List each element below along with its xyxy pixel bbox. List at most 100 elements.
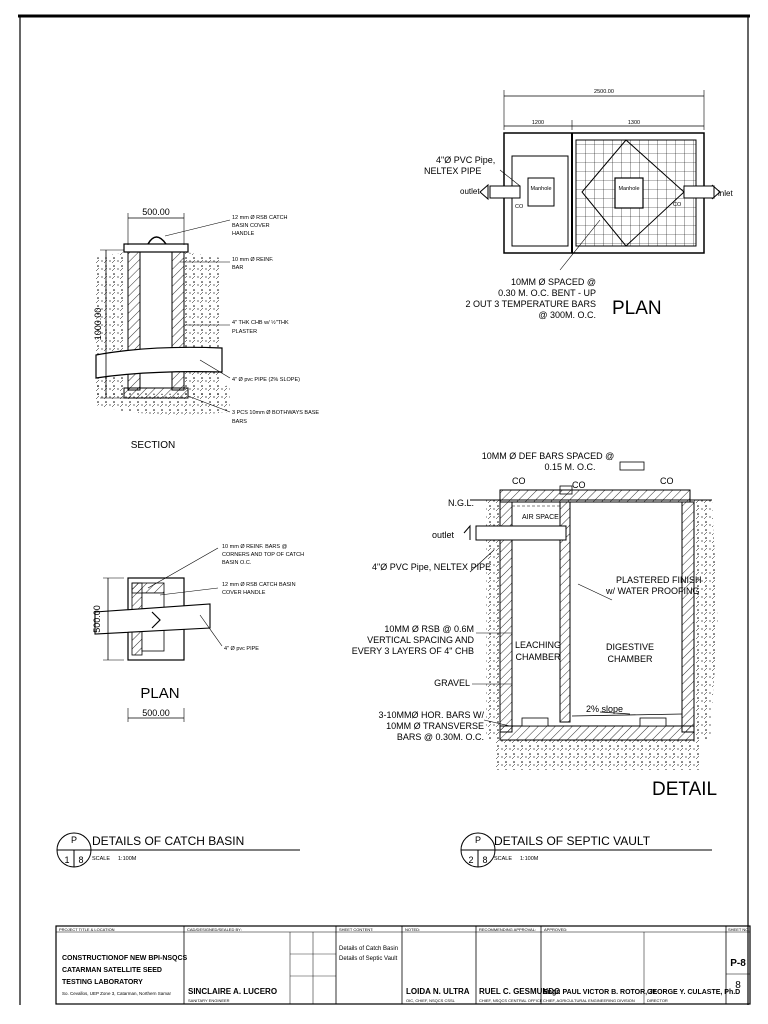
tb-sheet-header: SHEET NO. [728, 927, 750, 932]
section-dim-width: 500.00 [142, 207, 170, 217]
section-note-6: 4" THK CHB w/ ½"THK [232, 319, 289, 326]
sv-scale: 1:100M [520, 856, 539, 862]
section-dim-height: 1000.00 [93, 308, 103, 341]
detail-gravel: GRAVEL [434, 678, 470, 688]
septic-plan-bar-note-3: 2 OUT 3 TEMPERATURE BARS [465, 299, 596, 309]
tb-location: So. Cevallos, UEP Zone 3, Catarman, Nort… [62, 991, 171, 996]
sv-title: DETAILS OF SEPTIC VAULT [494, 834, 651, 848]
manhole-right-label: Manhole [618, 186, 639, 192]
detail-top-note-1: 10MM Ø DEF BARS SPACED @ [482, 451, 615, 461]
detail-outlet: outlet [432, 530, 455, 540]
septic-dim-left: 1200 [532, 120, 544, 126]
septic-dim-right: 1300 [628, 120, 640, 126]
septic-plan-outlet: outlet [460, 187, 480, 196]
cb-scale-label: SCALE [92, 856, 110, 862]
sv-bubble-p: P [475, 835, 481, 845]
detail-plaster-note-2: w/ WATER PROOFING [605, 586, 700, 596]
detail-top-note-2: 0.15 M. O.C. [544, 462, 595, 472]
digestive-label-2: CHAMBER [607, 654, 653, 664]
septic-plan-label: PLAN [612, 298, 662, 319]
detail-slope: 2% slope [586, 704, 623, 714]
septic-plan-inlet: inlet [718, 189, 733, 198]
plan-note-3: BASIN O.C. [222, 560, 252, 566]
tb-project-header: PROJECT TITLE & LOCATION [59, 927, 115, 932]
tb-content-header: SHEET CONTENT: [339, 927, 373, 932]
detail-co-1: CO [512, 476, 526, 486]
section-note-1: 12 mm Ø RSB CATCH [232, 215, 288, 221]
tb-designer-name: SINCLAIRE A. LUCERO [188, 987, 277, 996]
tb-designer-header: CAD/DESIGNED/SEALED BY: [187, 927, 242, 932]
plan-dim-width: 500.00 [142, 708, 170, 718]
section-note-4: 10 mm Ø REINF. [232, 257, 274, 263]
septic-plan-pipe-note-2: NELTEX PIPE [424, 166, 481, 176]
cb-bubble-num: 1 [64, 855, 69, 865]
detail-hor-note-3: BARS @ 0.30M. O.C. [397, 732, 484, 742]
cb-bubble-p: P [71, 835, 77, 845]
tb-rec-name: RUEL C. GESMUNDO [479, 987, 560, 996]
sv-bubble-num: 2 [468, 855, 473, 865]
tb-content-line-2: Details of Septic Vault [339, 956, 398, 962]
catch-basin-plan-label: PLAN [140, 685, 179, 702]
plan-note-2: CORNERS AND TOP OF CATCH [222, 552, 304, 558]
tb-rec-title: CHIEF, NSQCS CENTRAL OFFICE [479, 998, 543, 1003]
detail-rsb-note-2: VERTICAL SPACING AND [367, 635, 474, 645]
tb-eng-name: Engr. PAUL VICTOR B. ROTOR, Jr. [543, 989, 657, 996]
section-note-9: 3 PCS 10mm Ø BOTHWAYS BASE [232, 410, 319, 416]
section-note-10: BARS [232, 419, 247, 425]
plan-note-4: 12 mm Ø RSB CATCH BASIN [222, 582, 296, 588]
digestive-label-1: DIGESTIVE [606, 642, 654, 652]
leaching-label-2: CHAMBER [515, 652, 561, 662]
section-note-3: HANDLE [232, 231, 255, 237]
cb-title: DETAILS OF CATCH BASIN [92, 834, 244, 848]
tb-sheet-total: 8 [735, 980, 741, 991]
detail-co-2: CO [572, 480, 586, 490]
plan-note-5: COVER HANDLE [222, 590, 266, 596]
section-label: SECTION [131, 440, 175, 451]
tb-project-line-2: CATARMAN SATELLITE SEED [62, 967, 162, 974]
catch-basin-section [95, 213, 231, 415]
tb-noted-header: NOTED: [405, 927, 420, 932]
plan-note-6: 4" Ø pvc PIPE [224, 646, 259, 652]
detail-air-space: AIR SPACE [522, 514, 559, 521]
sv-scale-label: SCALE [494, 856, 512, 862]
tb-noted-name: LOIDA N. ULTRA [406, 987, 470, 996]
title-bubble-catch-basin [56, 832, 300, 868]
septic-dim-total: 2500.00 [594, 89, 614, 95]
detail-rsb-note-1: 10MM Ø RSB @ 0.6M [384, 624, 474, 634]
detail-hor-note-2: 10MM Ø TRANSVERSE [386, 721, 484, 731]
detail-plaster-note-1: PLASTERED FINISH [616, 575, 702, 585]
tb-content-line-1: Details of Catch Basin [339, 946, 398, 952]
tb-noted-title: OIC, CHIEF, NSQCS CSSL [406, 998, 456, 1003]
tb-project-line-3: TESTING LABORATORY [62, 979, 143, 986]
detail-ngl: N.G.L. [448, 498, 474, 508]
section-note-5: BAR [232, 265, 243, 271]
sv-bubble-sheet: 8 [482, 855, 487, 865]
section-note-2: BASIN COVER [232, 223, 270, 229]
catch-basin-plan [94, 547, 223, 722]
plan-note-1: 10 mm Ø REINF. BARS @ [222, 544, 288, 550]
detail-hor-note-1: 3-10MMØ HOR. BARS W/ [378, 710, 484, 720]
plan-dim-height: 500.00 [92, 605, 102, 633]
septic-plan-bar-note-4: @ 300M. O.C. [538, 310, 596, 320]
tb-designer-title: SANITARY ENGINEER [188, 998, 230, 1003]
section-note-8: 4" Ø pvc PIPE (2% SLOPE) [232, 377, 300, 383]
septic-plan-bar-note-2: 0.30 M. O.C. BENT - UP [498, 288, 596, 298]
septic-detail [463, 461, 718, 770]
plan-co-right: CO [673, 202, 682, 208]
tb-rec-header: RECOMMENDING APPROVAL: [479, 927, 536, 932]
tb-appr-name: GEORGE Y. CULASTE, Ph.D [647, 989, 740, 996]
tb-eng-title: CHIEF, AGRICULTURAL ENGINEERING DIVISION [543, 998, 635, 1003]
detail-pipe-note: 4"Ø PVC Pipe, NELTEX PIPE [372, 562, 491, 572]
detail-co-3: CO [660, 476, 674, 486]
manhole-left-label: Manhole [530, 186, 551, 192]
tb-appr-header: APPROVED: [544, 927, 567, 932]
septic-plan [479, 90, 721, 271]
detail-label: DETAIL [652, 779, 717, 800]
title-block-frame [55, 925, 751, 1005]
tb-sheet-no: P-8 [730, 958, 746, 969]
leaching-label-1: LEACHING [515, 640, 561, 650]
detail-rsb-note-3: EVERY 3 LAYERS OF 4" CHB [352, 646, 474, 656]
title-bubble-septic [460, 832, 712, 868]
cb-bubble-sheet: 8 [78, 855, 83, 865]
